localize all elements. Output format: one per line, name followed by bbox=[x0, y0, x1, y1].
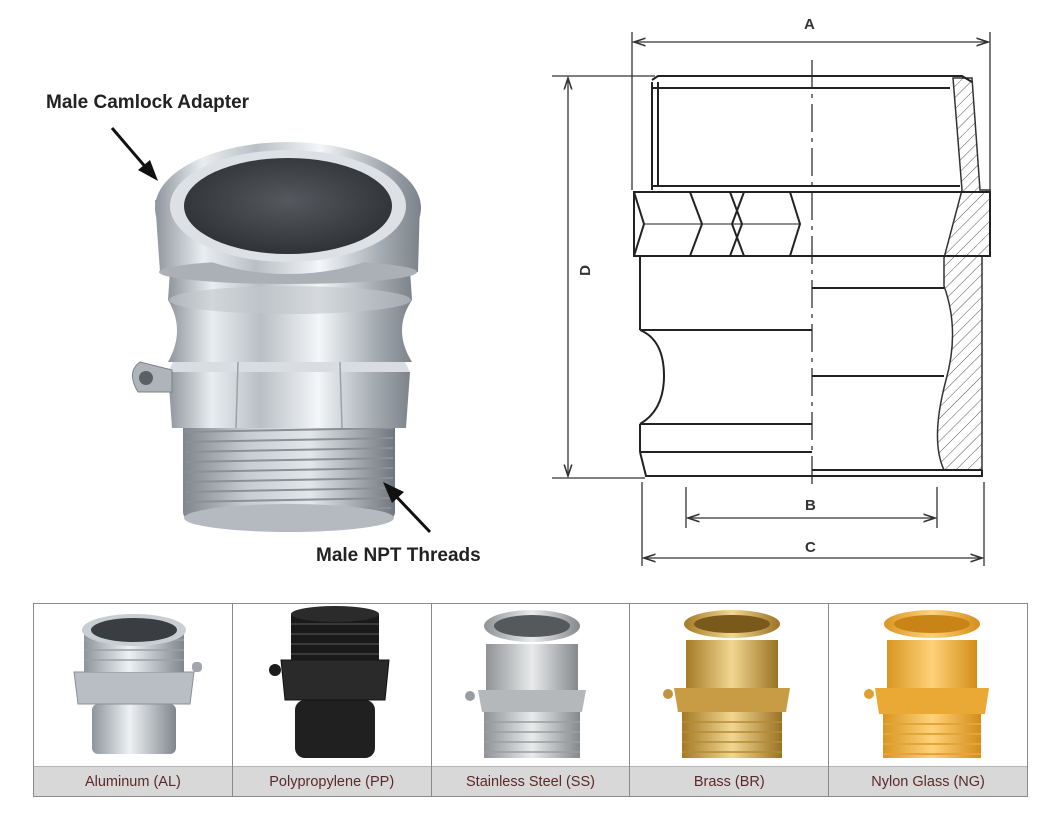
dimension-d-label: D bbox=[576, 265, 594, 276]
material-cell-polypropylene: Polypropylene (PP) bbox=[232, 604, 432, 796]
aluminum-adapter-photo bbox=[73, 614, 202, 754]
dimension-b-label: B bbox=[805, 497, 816, 514]
adapter-callout: Male Camlock Adapter bbox=[46, 92, 250, 113]
stainless-adapter-photo bbox=[464, 610, 586, 758]
dimension-a-label: A bbox=[804, 16, 815, 33]
male-camlock-adapter-photo bbox=[132, 142, 421, 532]
material-label: Brass (BR) bbox=[630, 766, 829, 796]
material-label: Stainless Steel (SS) bbox=[431, 766, 630, 796]
material-label: Polypropylene (PP) bbox=[232, 766, 431, 796]
threads-callout: Male NPT Threads bbox=[316, 545, 481, 566]
materials-strip: Aluminum (AL) Polypropylene (PP) Stainle… bbox=[33, 603, 1028, 797]
polypropylene-adapter-photo bbox=[268, 606, 390, 758]
material-label: Nylon Glass (NG) bbox=[829, 766, 1027, 796]
material-cell-aluminum: Aluminum (AL) bbox=[34, 604, 233, 796]
material-cell-nylon: Nylon Glass (NG) bbox=[829, 604, 1027, 796]
dimension-c-label: C bbox=[805, 539, 816, 556]
brass-adapter-photo bbox=[663, 610, 791, 758]
material-cell-stainless: Stainless Steel (SS) bbox=[431, 604, 631, 796]
dimension-drawing bbox=[552, 32, 991, 566]
material-cell-brass: Brass (BR) bbox=[630, 604, 830, 796]
material-label: Aluminum (AL) bbox=[34, 766, 232, 796]
nylon-adapter-photo bbox=[864, 610, 990, 758]
npt-threads bbox=[183, 420, 395, 532]
